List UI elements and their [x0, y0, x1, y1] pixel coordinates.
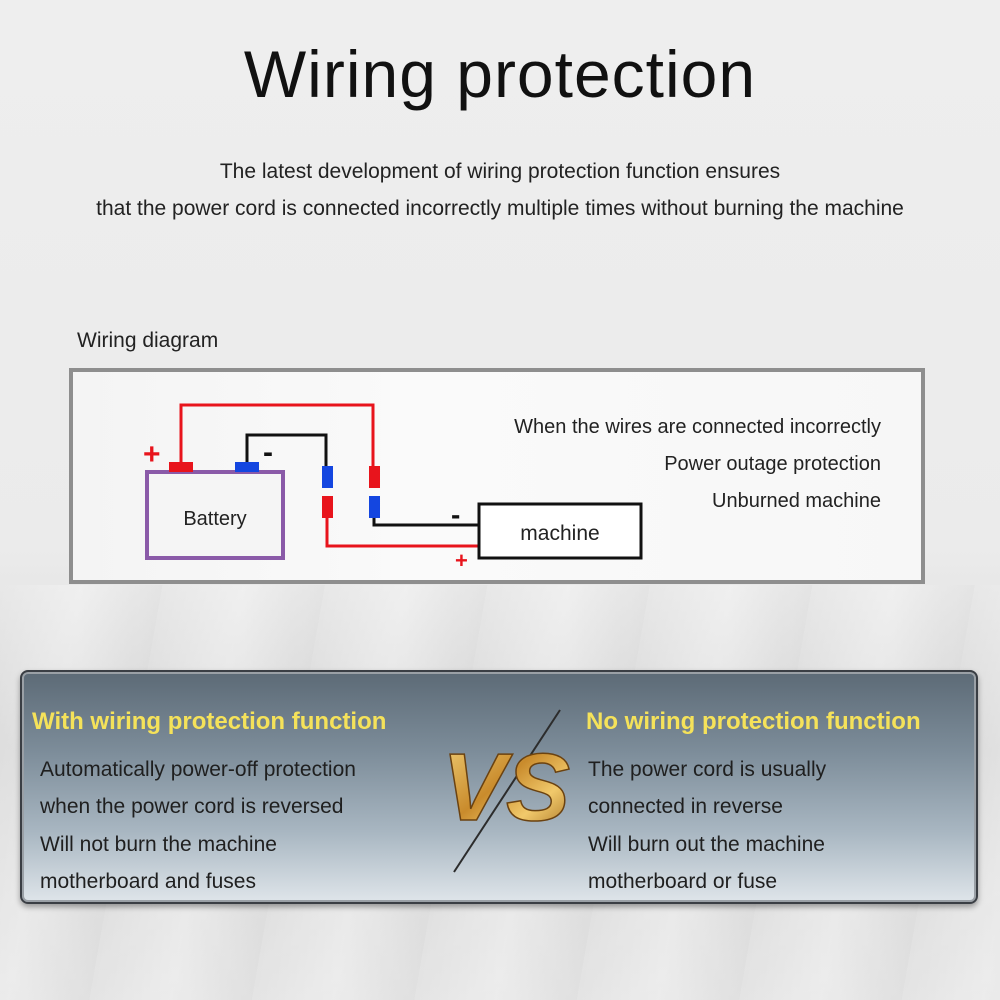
diagram-description-3: Unburned machine [712, 490, 881, 512]
vs-text: VS [442, 734, 570, 841]
battery-plus-sign: + [143, 438, 161, 471]
right-line-4: motherboard or fuse [588, 870, 778, 893]
right-line-2: connected in reverse [588, 795, 783, 818]
left-line-3: Will not burn the machine [40, 833, 277, 856]
subtitle-line-2: that the power cord is connected incorre… [96, 197, 904, 220]
diagram-description-1: When the wires are connected incorrectly [514, 416, 881, 438]
wiring-diagram-svg: + - Battery machine - + [143, 403, 643, 573]
red-wire-bottom [325, 518, 479, 548]
connector-blue-top [322, 466, 333, 488]
left-line-1: Automatically power-off protection [40, 758, 356, 781]
battery-box [145, 470, 285, 560]
page-title: Wiring protection [243, 37, 757, 111]
vs-badge: VS [441, 702, 572, 882]
right-panel-title: No wiring protection function [586, 708, 921, 735]
battery-negative-terminal [235, 462, 259, 472]
machine-minus-sign: - [451, 499, 460, 530]
machine-label: machine [520, 522, 599, 545]
machine-box [477, 502, 643, 560]
right-line-1: The power cord is usually [588, 758, 827, 781]
battery-label: Battery [183, 508, 246, 530]
connector-red-top [369, 466, 380, 488]
connector-blue-bottom [369, 496, 380, 518]
subtitle-line-1: The latest development of wiring protect… [219, 160, 781, 183]
machine-plus-sign: + [455, 548, 468, 573]
right-line-3: Will burn out the machine [588, 833, 825, 856]
comparison-panel: With wiring protection function Automati… [20, 670, 978, 904]
wiring-diagram-label: Wiring diagram [77, 329, 219, 352]
wiring-diagram: + - Battery machine - + When the wires a… [69, 368, 925, 584]
black-wire-bottom [372, 518, 479, 527]
left-line-2: when the power cord is reversed [40, 795, 344, 818]
red-wire-top [179, 403, 375, 466]
left-panel-title: With wiring protection function [32, 708, 387, 735]
battery-positive-terminal [169, 462, 193, 472]
left-line-4: motherboard and fuses [40, 870, 256, 893]
battery-minus-sign: - [263, 436, 273, 469]
connector-red-bottom [322, 496, 333, 518]
diagram-description-2: Power outage protection [664, 453, 881, 475]
black-wire-top [245, 433, 328, 466]
